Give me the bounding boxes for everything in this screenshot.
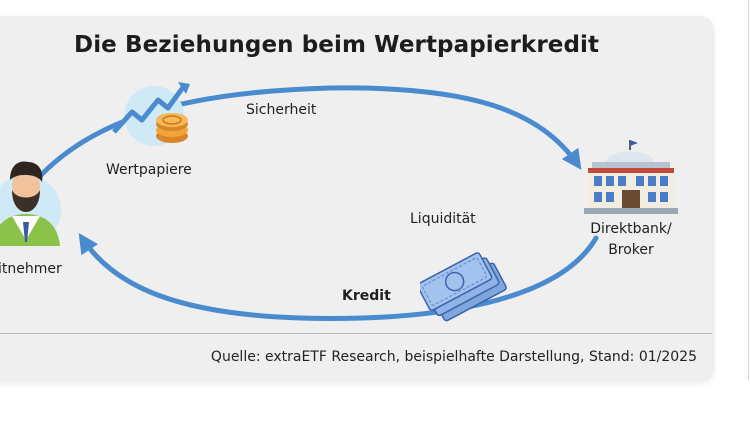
source-note: Quelle: extraETF Research, beispielhafte… — [210, 349, 697, 365]
banknotes-icon — [420, 252, 507, 322]
collateral-arrow — [21, 85, 582, 198]
diagram-title: Die Beziehungen beim Wertpapierkredit — [74, 32, 600, 58]
right-edge-divider — [748, 0, 749, 380]
bank-label-line1: Direktbank/ — [590, 221, 672, 237]
bank-building-icon — [584, 140, 678, 214]
bank-label: Direktbank/ Broker — [566, 219, 696, 261]
rising-chart-coins-icon — [112, 82, 190, 146]
footer-divider — [0, 333, 712, 334]
securities-label: Wertpapiere — [106, 162, 192, 178]
credit-label: Kredit — [342, 288, 391, 304]
collateral-label: Sicherheit — [246, 102, 317, 118]
person-avatar-icon — [0, 161, 61, 246]
borrower-label: itnehmer — [0, 261, 62, 277]
bank-label-line2: Broker — [608, 242, 654, 258]
credit-arrow — [78, 232, 599, 321]
liquidity-label: Liquidität — [410, 211, 476, 227]
